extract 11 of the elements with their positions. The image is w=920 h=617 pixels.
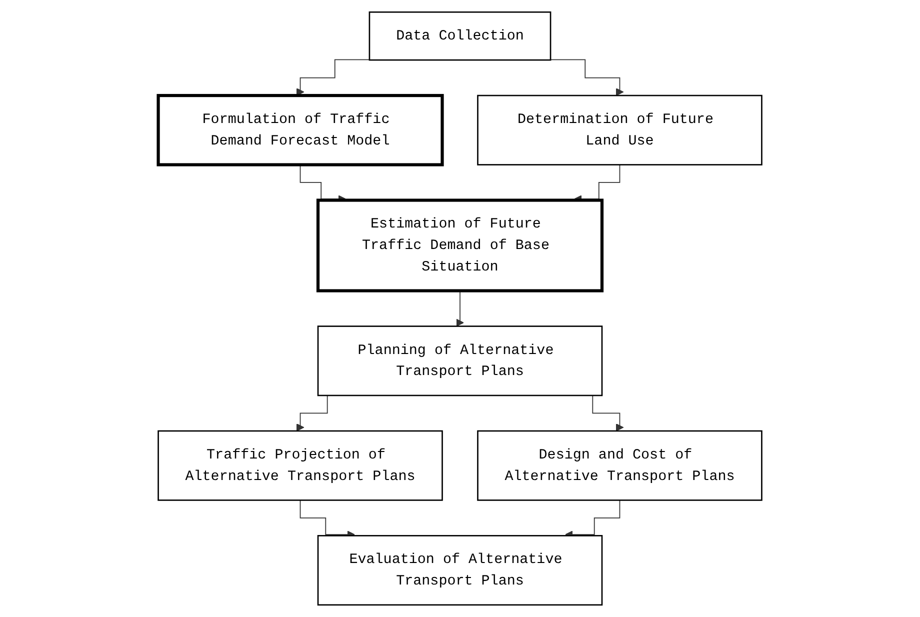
node-box: Determination of Future Land Use <box>477 94 762 166</box>
node-box: Formulation of Traffic Demand Forecast Model <box>156 94 444 166</box>
node-box: Estimation of Future Traffic Demand of Base Situation <box>316 198 604 292</box>
node-box: Traffic Projection of Alternative Transport Plans <box>158 430 443 501</box>
arrow <box>550 59 624 96</box>
arrow <box>296 59 370 96</box>
node-box: Planning of Alternative Transport Plans <box>317 326 603 396</box>
node-box: Data Collection <box>368 11 552 61</box>
node-box: Design and Cost of Alternative Transport Plans <box>477 430 762 501</box>
arrow <box>456 290 464 327</box>
node-box: Evaluation of Alternative Transport Plans <box>317 535 603 606</box>
